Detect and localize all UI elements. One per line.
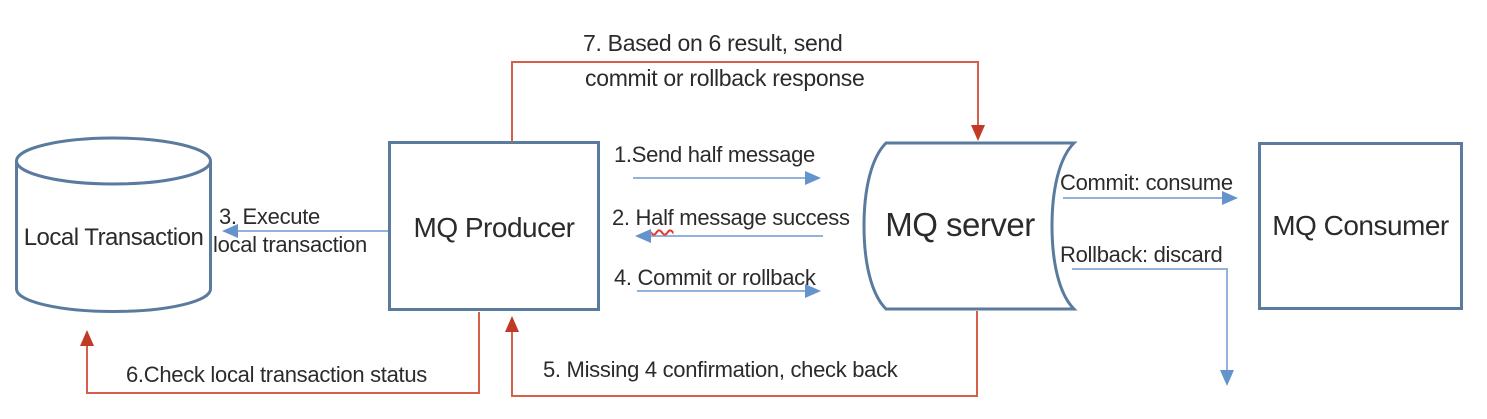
local-transaction-shape xyxy=(15,161,212,314)
edge-label-step2-pre: 2. H xyxy=(612,205,652,230)
edge-label-commit: Commit: consume xyxy=(1060,170,1233,195)
arrow-step7 xyxy=(511,61,985,142)
edge-label-step4: 4. Commit or rollback xyxy=(614,265,816,290)
edge-label-step2: 2. Half message success xyxy=(612,205,850,230)
edge-label-step6: 6.Check local transaction status xyxy=(126,362,427,387)
edge-label-step5: 5. Missing 4 confirmation, check back xyxy=(543,357,898,382)
mq-producer-shape xyxy=(388,141,600,311)
arrow-step6 xyxy=(80,312,480,394)
edge-label-step2-misspell: alf xyxy=(651,205,674,230)
edge-label-step3-line2: local transaction xyxy=(213,232,367,257)
node-label-local-transaction: Local Transaction xyxy=(23,224,204,251)
edge-label-step7-line2: commit or rollback response xyxy=(585,65,865,91)
edge-label-step2-post: message success xyxy=(673,205,850,230)
node-label-mq-server: MQ server xyxy=(885,206,1035,243)
edge-label-step1: 1.Send half message xyxy=(614,142,815,167)
arrow-rollback xyxy=(1072,268,1234,386)
node-label-mq-consumer: MQ Consumer xyxy=(1272,210,1449,241)
mq-consumer-shape xyxy=(1258,142,1463,310)
edge-label-rollback: Rollback: discard xyxy=(1060,242,1223,267)
local-transaction-top-ellipse xyxy=(15,136,212,186)
mq-server-shape xyxy=(862,141,1078,311)
edge-label-step7-line1: 7. Based on 6 result, send xyxy=(583,30,843,56)
edge-label-step3-line1: 3. Execute xyxy=(219,204,320,229)
arrow-step5 xyxy=(505,311,978,397)
node-label-mq-producer: MQ Producer xyxy=(413,212,576,243)
